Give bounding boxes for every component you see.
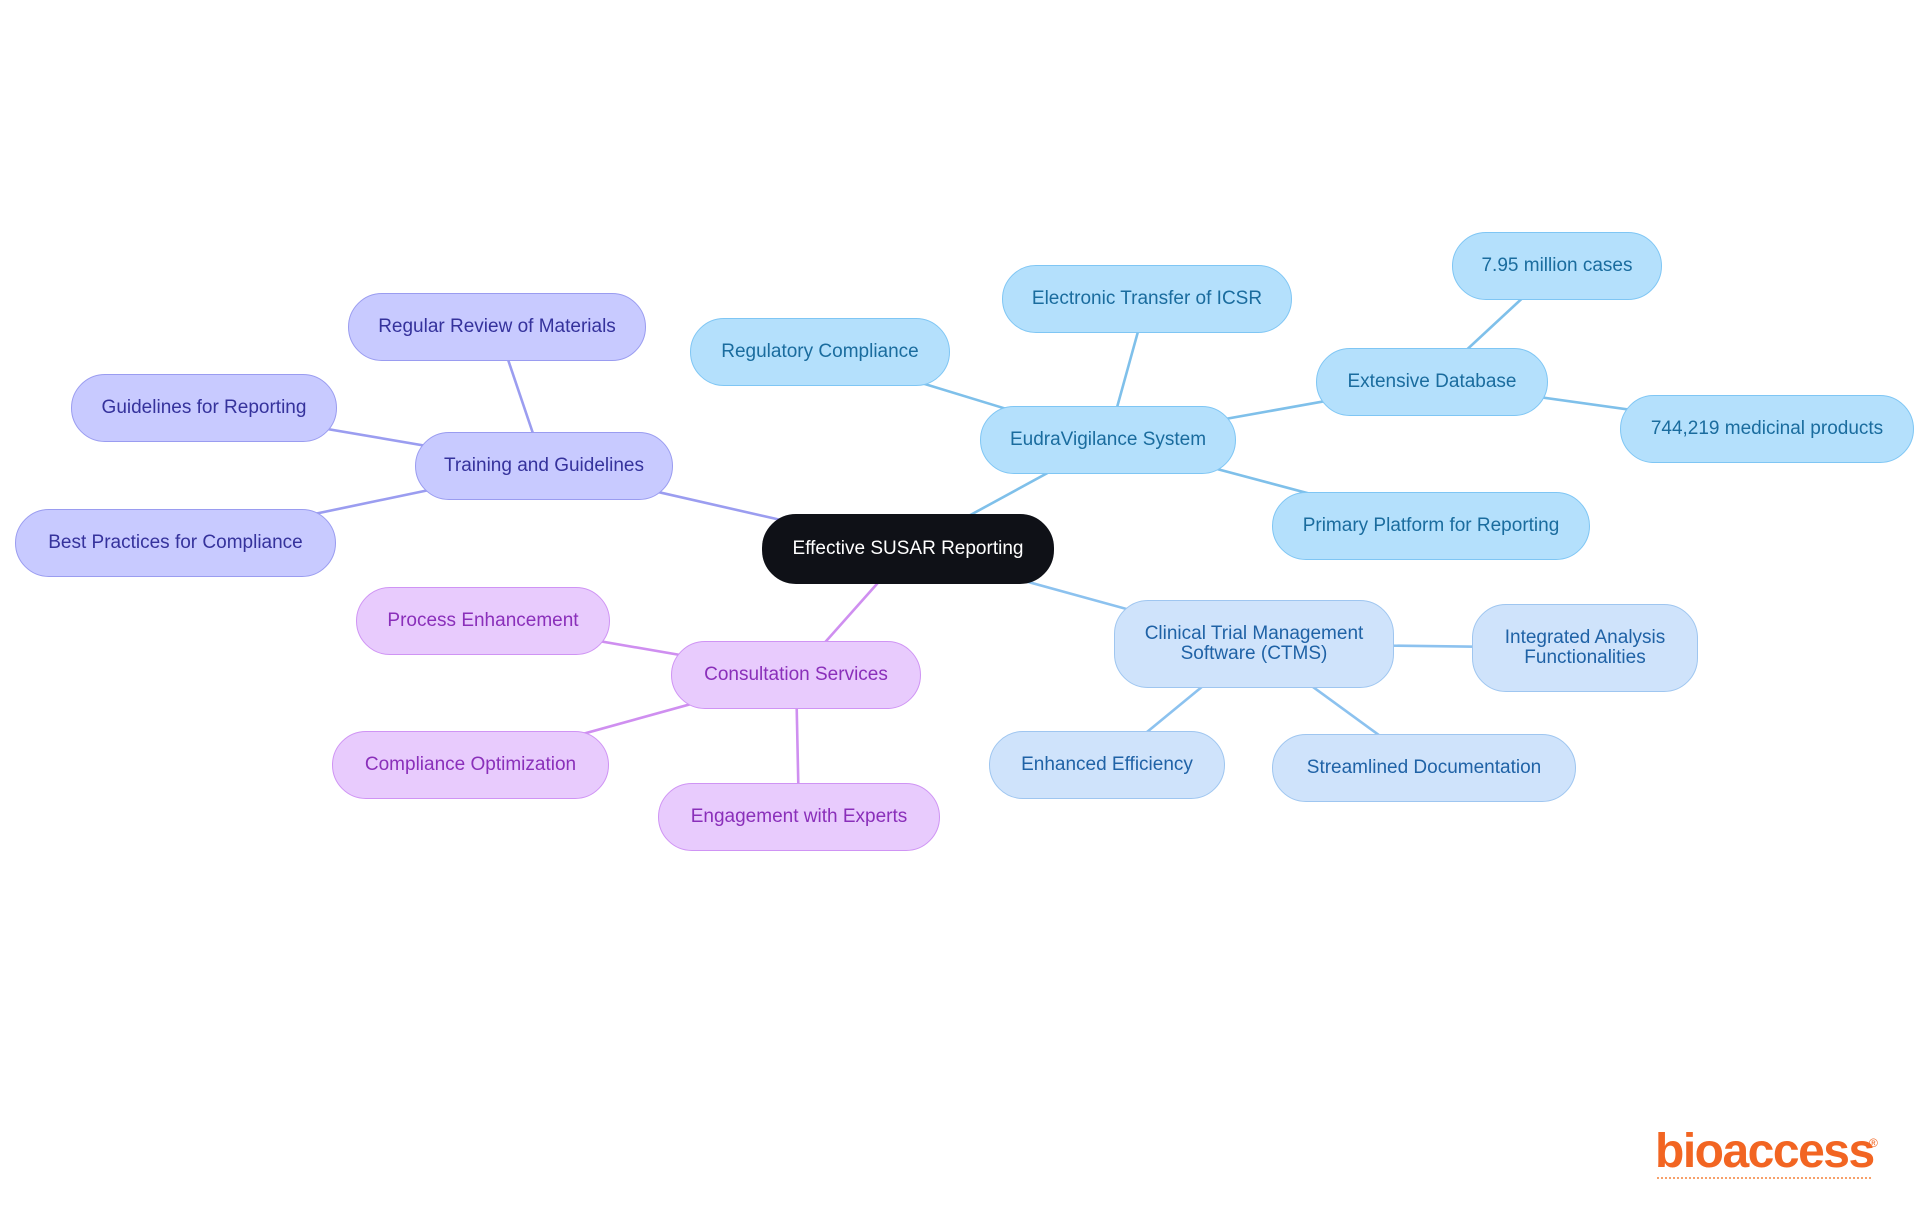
node-streamlined-documentation: Streamlined Documentation (1272, 734, 1576, 802)
node-extensive-database: Extensive Database (1316, 348, 1548, 416)
node-best-practices: Best Practices for Compliance (15, 509, 336, 577)
logo-registered-mark: ® (1869, 1136, 1878, 1150)
logo-tagline-graphic (1657, 1177, 1871, 1184)
node-cases-count: 7.95 million cases (1452, 232, 1662, 300)
node-electronic-transfer-icsr: Electronic Transfer of ICSR (1002, 265, 1292, 333)
node-engagement-experts: Engagement with Experts (658, 783, 940, 851)
node-integrated-analysis: Integrated Analysis Functionalities (1472, 604, 1698, 692)
node-process-enhancement: Process Enhancement (356, 587, 610, 655)
node-guidelines-reporting: Guidelines for Reporting (71, 374, 337, 442)
node-regulatory-compliance: Regulatory Compliance (690, 318, 950, 386)
bioaccess-logo: bioaccess ® (1655, 1125, 1878, 1190)
node-eudravigilance-system: EudraVigilance System (980, 406, 1236, 474)
node-primary-platform: Primary Platform for Reporting (1272, 492, 1590, 560)
node-consultation-services: Consultation Services (671, 641, 921, 709)
root-node: Effective SUSAR Reporting (762, 514, 1054, 584)
node-medicinal-products-count: 744,219 medicinal products (1620, 395, 1914, 463)
node-enhanced-efficiency: Enhanced Efficiency (989, 731, 1225, 799)
node-ctms: Clinical Trial Management Software (CTMS… (1114, 600, 1394, 688)
node-training-guidelines: Training and Guidelines (415, 432, 673, 500)
node-compliance-optimization: Compliance Optimization (332, 731, 609, 799)
logo-wordmark: bioaccess (1655, 1125, 1875, 1178)
node-regular-review: Regular Review of Materials (348, 293, 646, 361)
